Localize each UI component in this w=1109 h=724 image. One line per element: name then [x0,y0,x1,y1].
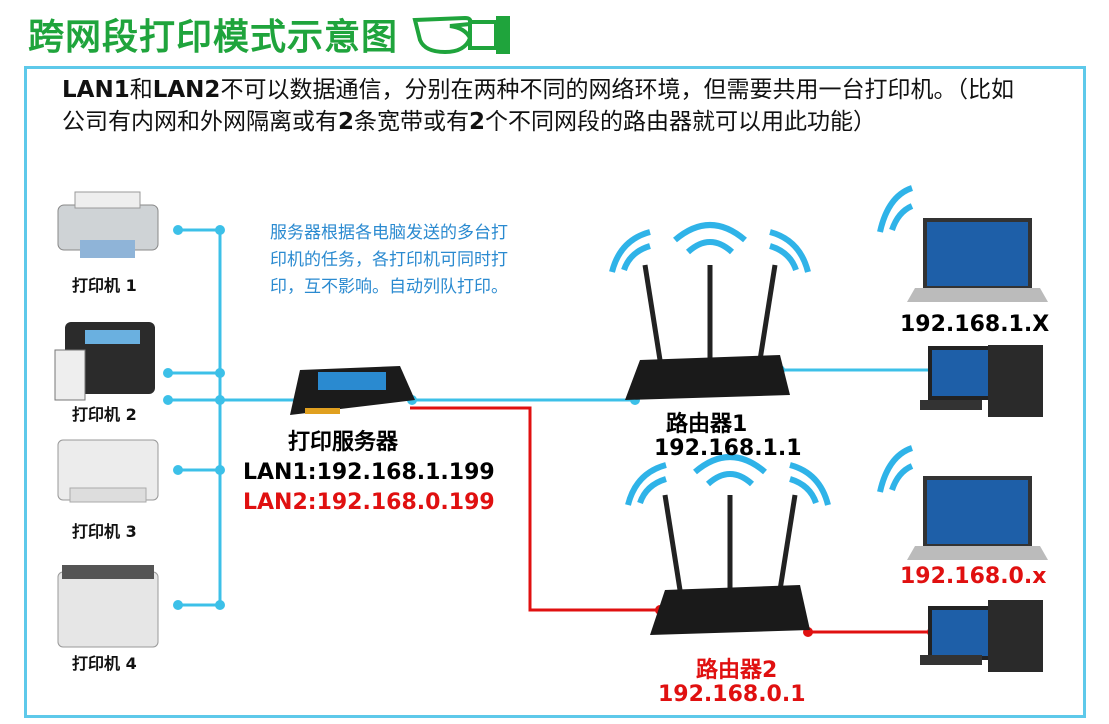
server-lan1-ip: LAN1:192.168.1.199 [243,460,495,485]
desktop-2-icon [920,600,1043,672]
laptop-1-icon [907,218,1048,302]
printer-3-label: 打印机 3 [72,522,137,541]
printer-4-icon [57,565,159,648]
server-lan2-ip: LAN2:192.168.0.199 [243,490,495,515]
intro-text: LAN1和LAN2不可以数据通信，分别在两种不同的网络环境，但需要共用一台打印机… [62,77,1014,135]
laptop-2-icon [907,476,1048,560]
pointing-hand-icon [412,15,510,55]
printer-2-label: 打印机 2 [72,405,137,424]
router-1-ip: 192.168.1.1 [654,436,802,461]
printer-4-label: 打印机 4 [72,654,137,673]
print-server-icon [290,366,415,415]
router-2-icon [650,494,810,635]
server-note: 服务器根据各电脑发送的多台打印机的任务，各打印机可同时打印，互不影响。自动列队打… [270,223,508,297]
printer-1-icon [57,191,159,258]
lan1-client-ip: 192.168.1.X [900,312,1050,337]
server-label: 打印服务器 [288,430,399,455]
wifi-icons [609,185,914,506]
router-2-ip: 192.168.0.1 [658,682,806,707]
router-1-icon [625,264,790,400]
router-1-label: 路由器1 [666,412,748,437]
printer-2-icon [54,322,155,401]
page-title: 跨网段打印模式示意图 [28,17,399,58]
router-2-label: 路由器2 [696,658,778,683]
diagram-frame [24,66,1086,718]
desktop-1-icon [920,345,1043,417]
lan2-client-ip: 192.168.0.x [900,564,1047,589]
printer-3-icon [57,439,159,503]
printer-1-label: 打印机 1 [72,276,137,295]
